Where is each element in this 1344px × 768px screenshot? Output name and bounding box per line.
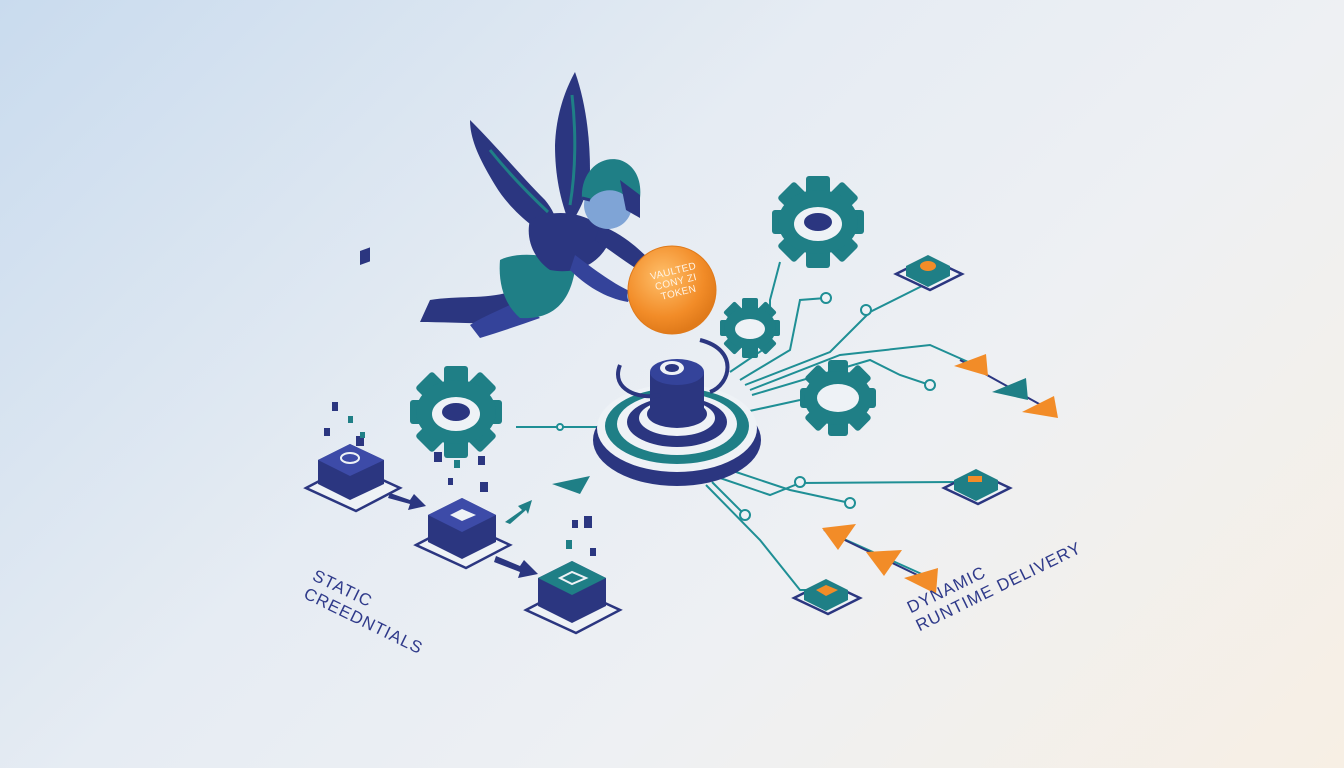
gear-icon [720, 298, 780, 358]
static-credential-block [413, 498, 513, 570]
flow-arrow [388, 493, 538, 578]
winged-courier-figure [420, 72, 652, 338]
vaulted-token-orb [627, 245, 717, 335]
circuit-nodes [556, 292, 936, 521]
delivery-arrows-upper [954, 354, 1058, 418]
credential-shards [324, 247, 596, 556]
gear-icon [800, 360, 876, 436]
static-credential-block [523, 561, 623, 635]
gear-icon [772, 176, 864, 268]
static-credential-block [303, 444, 403, 513]
gear-icon [410, 366, 502, 458]
flow-arrow [505, 476, 590, 524]
delivery-node [893, 255, 965, 292]
delivery-node [791, 579, 863, 616]
delivery-node [941, 469, 1013, 506]
central-vault-hub [593, 338, 761, 486]
delivery-arrows-lower [822, 524, 938, 594]
